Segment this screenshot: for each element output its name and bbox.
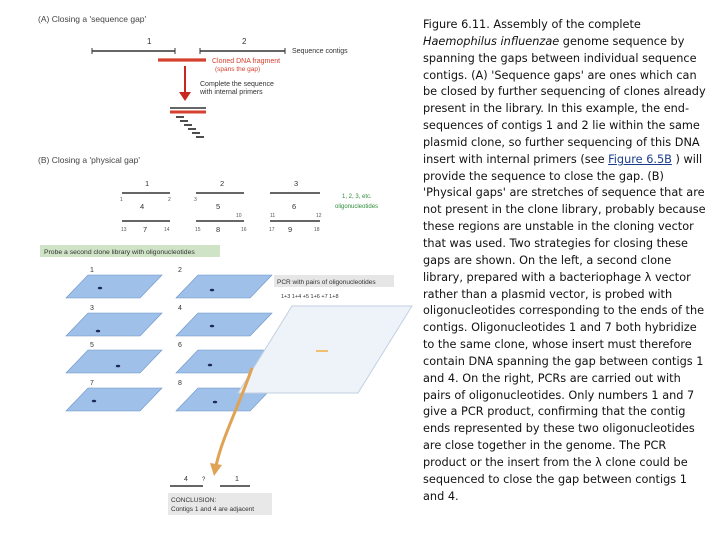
contig-b-1: 1 — [145, 179, 149, 188]
svg-text:10: 10 — [236, 213, 242, 219]
svg-text:6: 6 — [178, 342, 182, 349]
caption-species: Haemophilus influenzae — [423, 34, 560, 48]
conclusion-text: Contigs 1 and 4 are adjacent — [171, 506, 254, 513]
oligo-8: 8 — [216, 225, 220, 234]
svg-text:5: 5 — [90, 342, 94, 349]
oligo-legend: 1, 2, 3, etc. oligonucleotides — [335, 194, 378, 210]
conclusion-arrow-head — [210, 463, 222, 476]
svg-text:3: 3 — [194, 197, 197, 203]
svg-text:13: 13 — [121, 227, 127, 233]
conclusion-arrow — [214, 367, 254, 467]
oligo-6: 6 — [292, 202, 296, 211]
pcr-banner-text: PCR with pairs of oligonucleotides — [277, 279, 376, 286]
caption-label: Figure 6.11. — [423, 18, 490, 31]
svg-text:4: 4 — [178, 305, 182, 312]
figure-6-5b-link[interactable]: Figure 6.5B — [608, 152, 672, 166]
plate-7 — [65, 387, 163, 412]
caption-text-3: ) will provide the sequence to close the… — [423, 152, 706, 503]
plate-2 — [175, 274, 273, 299]
pcr-gel — [237, 305, 413, 394]
oligo-end-numbers: 1 2 3 10 11 12 13 14 15 16 17 18 — [120, 197, 322, 233]
svg-text:2: 2 — [168, 197, 171, 203]
panel-a-title: (A) Closing a 'sequence gap' — [38, 14, 147, 24]
svg-text:1: 1 — [90, 267, 94, 274]
sequence-contigs-label: Sequence contigs — [292, 48, 348, 55]
svg-text:17: 17 — [269, 227, 275, 233]
svg-text:16: 16 — [241, 227, 247, 233]
svg-text:18: 18 — [314, 227, 320, 233]
plate-4 — [175, 312, 273, 337]
contig-b-2: 2 — [220, 179, 224, 188]
conclusion-bg — [168, 493, 272, 515]
sequencing-reads — [176, 116, 204, 138]
probe-banner-text: Probe a second clone library with oligon… — [44, 249, 195, 256]
svg-text:12: 12 — [316, 213, 322, 219]
panel-a-arrow-head — [179, 92, 191, 101]
svg-text:14: 14 — [164, 227, 170, 233]
complete-sequence-label: Complete the sequence — [200, 81, 274, 88]
probe-banner-bg — [40, 245, 220, 257]
contig-2-label: 2 — [242, 37, 247, 46]
svg-text:15: 15 — [195, 227, 201, 233]
bottom-label-q: ? — [202, 477, 206, 483]
bottom-label-4: 4 — [184, 476, 188, 483]
oligo-7: 7 — [143, 225, 147, 234]
svg-text:7: 7 — [90, 380, 94, 387]
plate-5 — [65, 349, 163, 374]
svg-text:1: 1 — [120, 197, 123, 203]
svg-text:1, 2, 3, etc.: 1, 2, 3, etc. — [342, 194, 372, 200]
figure-caption: Figure 6.11. Assembly of the complete Ha… — [423, 17, 708, 505]
oligo-5: 5 — [216, 202, 220, 211]
cloned-fragment-label: Cloned DNA fragment — [212, 58, 280, 65]
svg-text:11: 11 — [270, 213, 275, 219]
conclusion-title: CONCLUSION: — [171, 497, 216, 504]
plate-3 — [65, 312, 163, 337]
svg-text:oligonucleotides: oligonucleotides — [335, 204, 378, 210]
panel-b-contigs — [122, 192, 320, 222]
cloned-fragment-sublabel: (spans the gap) — [215, 66, 260, 73]
bottom-label-1: 1 — [235, 476, 239, 483]
figure-illustration: (A) Closing a 'sequence gap' 1 2 Sequenc… — [38, 14, 413, 515]
svg-text:3: 3 — [90, 305, 94, 312]
contig-b-3: 3 — [294, 179, 298, 188]
panel-b-title: (B) Closing a 'physical gap' — [38, 155, 140, 165]
plate-1 — [65, 274, 163, 299]
oligo-9: 9 — [288, 225, 292, 234]
internal-primers-label: with internal primers — [199, 89, 263, 96]
oligo-4: 4 — [140, 202, 144, 211]
clone-library-plates — [65, 274, 273, 412]
pcr-banner-bg — [274, 275, 394, 287]
svg-text:8: 8 — [178, 380, 182, 387]
plate-labels: 1 2 3 4 5 6 7 8 — [90, 267, 182, 387]
caption-text-2: genome sequence by spanning the gaps bet… — [423, 34, 706, 166]
plate-spots — [91, 286, 218, 404]
caption-text-1: Assembly of the complete — [489, 18, 641, 31]
svg-text:2: 2 — [178, 267, 182, 274]
pcr-lane-labels: 1+3 1+4 +5 1+6 +7 1+8 — [281, 294, 339, 300]
contig-1-label: 1 — [147, 37, 152, 46]
